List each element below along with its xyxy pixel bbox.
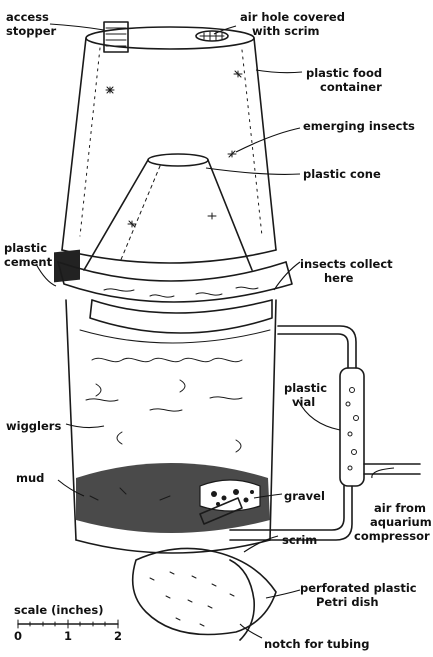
- insect: [207, 212, 217, 220]
- plastic-cement-seam: [54, 249, 80, 283]
- trap-illustration: [54, 21, 421, 641]
- scale-tick-0: 0: [14, 629, 22, 643]
- label-access-stopper: access stopper: [6, 10, 57, 38]
- air-hole-scrim: [195, 30, 229, 42]
- insect: [227, 150, 237, 158]
- label-plastic-cement: plastic cement: [4, 241, 53, 269]
- diagram-labels: access stopper air hole covered with scr…: [4, 10, 433, 651]
- scale-tick-1: 1: [64, 629, 72, 643]
- label-food-container: plastic food container: [306, 66, 386, 94]
- plastic-food-container: [61, 26, 277, 264]
- gravel-layer: [199, 479, 261, 512]
- insect: [127, 220, 137, 228]
- label-gravel: gravel: [284, 489, 325, 503]
- scrim-and-petri-dish: [131, 547, 277, 641]
- label-plastic-vial: plastic vial: [284, 381, 331, 409]
- plastic-cone: [83, 153, 253, 271]
- scale-title: scale (inches): [14, 603, 103, 617]
- label-scrim: scrim: [282, 533, 317, 547]
- label-air-hole: air hole covered with scrim: [240, 10, 349, 38]
- access-stopper: [103, 21, 129, 53]
- label-insects-collect: insects collect here: [300, 257, 397, 285]
- label-mud: mud: [16, 471, 44, 485]
- insect: [105, 86, 115, 94]
- label-air-from-compressor: air from aquarium compressor: [354, 501, 433, 543]
- air-tubing-and-vial: [199, 325, 421, 541]
- container-collar: [57, 261, 293, 334]
- leader-lines: [35, 23, 395, 639]
- label-emerging-insects: emerging insects: [303, 119, 415, 133]
- label-notch: notch for tubing: [264, 637, 369, 651]
- scale-bar: scale (inches) 0 1 2: [14, 603, 122, 643]
- insect: [233, 70, 243, 78]
- label-petri-dish: perforated plastic Petri dish: [300, 581, 421, 609]
- lower-jar: [65, 299, 277, 554]
- emerging-insects: [105, 70, 243, 228]
- label-plastic-cone: plastic cone: [303, 167, 381, 181]
- label-wigglers: wigglers: [6, 419, 61, 433]
- scale-tick-2: 2: [114, 629, 122, 643]
